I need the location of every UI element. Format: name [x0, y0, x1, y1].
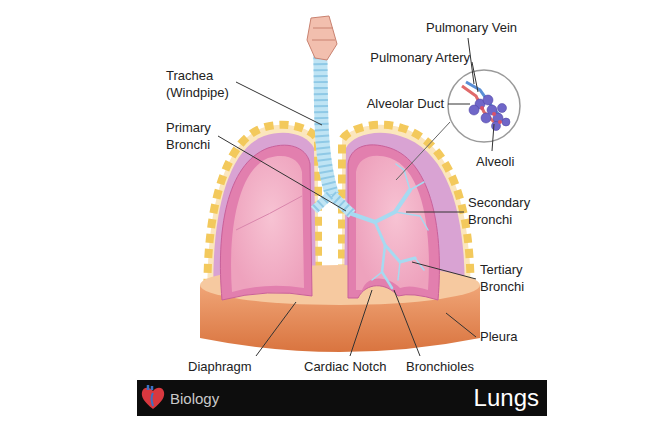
part-label: Alveolar Duct — [367, 96, 444, 113]
part-label: Alveoli — [476, 154, 514, 171]
part-label: Pulmonary Artery — [370, 50, 470, 67]
part-label: Cardiac Notch — [304, 359, 386, 376]
part-label: Bronchioles — [406, 359, 474, 376]
subject-label: Biology — [170, 390, 219, 407]
title-text: Lungs — [474, 384, 539, 412]
part-label: Secondary Bronchi — [468, 195, 530, 229]
part-label: Diaphragm — [188, 359, 252, 376]
heart-icon — [140, 384, 166, 412]
title-bar: Biology Lungs — [137, 380, 547, 416]
part-label: Tertiary Bronchi — [480, 262, 524, 296]
part-label: Trachea (Windpipe) — [166, 68, 229, 102]
part-label: Pleura — [480, 329, 518, 346]
part-label: Pulmonary Vein — [426, 20, 517, 37]
part-label: Primary Bronchi — [166, 120, 211, 154]
